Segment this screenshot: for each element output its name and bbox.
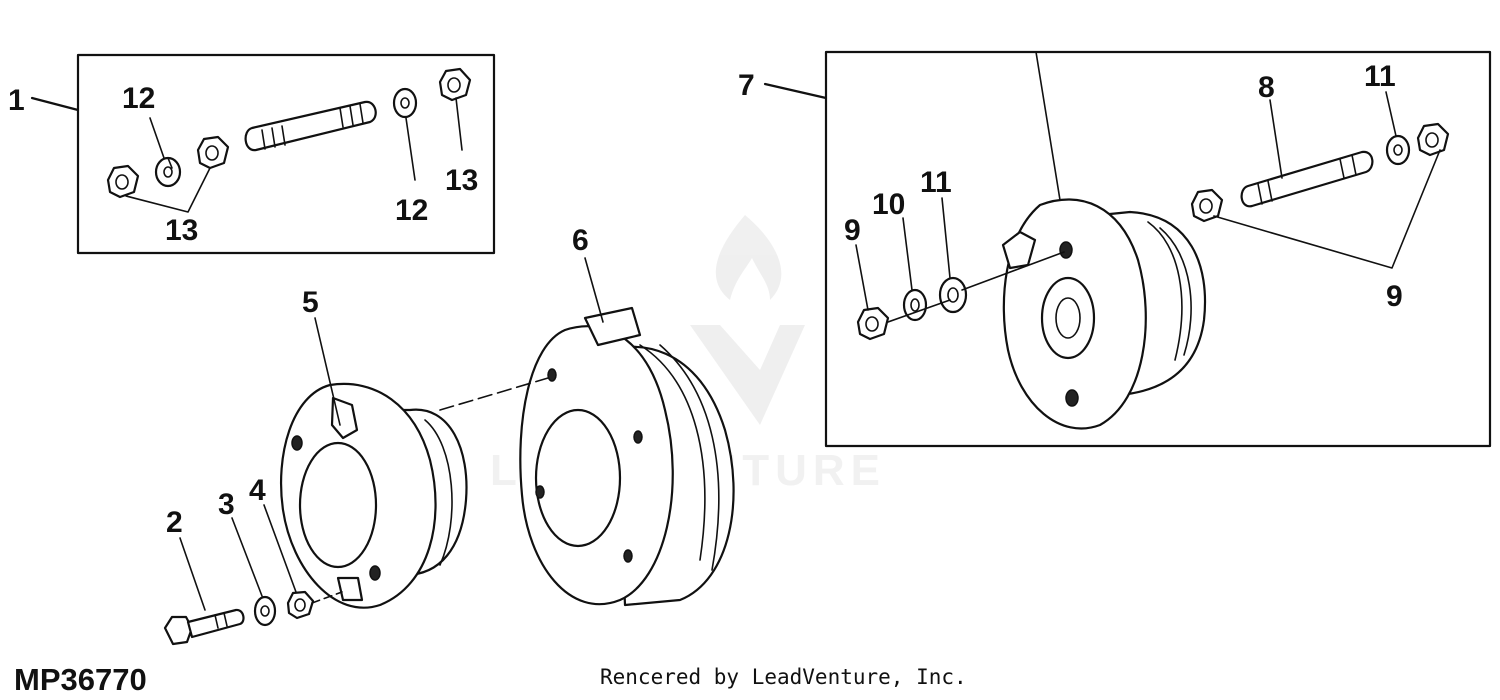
callout-6: 6 bbox=[572, 224, 589, 257]
callout-13a: 13 bbox=[165, 214, 198, 247]
hub-assembly bbox=[1001, 198, 1207, 430]
callout-9b: 9 bbox=[1386, 280, 1403, 313]
callout-8: 8 bbox=[1258, 71, 1275, 104]
callout-4: 4 bbox=[249, 474, 266, 507]
alignment-line bbox=[439, 377, 549, 411]
callout-2: 2 bbox=[166, 506, 183, 539]
kit-box-right bbox=[763, 50, 1492, 448]
figure-code: MP36770 bbox=[14, 662, 147, 697]
nut-13-far bbox=[438, 67, 472, 102]
callout-7: 7 bbox=[738, 69, 755, 102]
adapter-5 bbox=[279, 382, 468, 609]
render-credit: Rencered by LeadVenture, Inc. bbox=[600, 665, 967, 689]
callout-12b: 12 bbox=[395, 194, 428, 227]
callout-3: 3 bbox=[218, 488, 235, 521]
lockwasher-12-right bbox=[392, 87, 418, 119]
nut-9-left bbox=[856, 306, 890, 341]
callout-12a: 12 bbox=[122, 82, 155, 115]
kit-box-left bbox=[30, 53, 496, 255]
callout-13b: 13 bbox=[445, 164, 478, 197]
stud-bolt bbox=[244, 100, 377, 152]
lockwasher-10 bbox=[902, 288, 928, 322]
weight-6 bbox=[519, 306, 735, 607]
callout-10: 10 bbox=[872, 188, 905, 221]
nut-4 bbox=[286, 590, 315, 620]
callout-5: 5 bbox=[302, 286, 319, 319]
washer-11-left bbox=[938, 276, 968, 314]
callout-1: 1 bbox=[8, 84, 25, 117]
lockwasher-12-left bbox=[154, 156, 182, 188]
nut-13-right bbox=[196, 135, 230, 170]
callout-9a: 9 bbox=[844, 214, 861, 247]
callout-11b: 11 bbox=[1364, 60, 1396, 93]
callout-11a: 11 bbox=[920, 166, 952, 199]
bolt-8 bbox=[1240, 150, 1374, 208]
bolt-2 bbox=[163, 608, 245, 646]
nut-13-left bbox=[106, 164, 140, 199]
nut-9-mid bbox=[1190, 188, 1224, 223]
washer-3 bbox=[253, 595, 277, 627]
nut-9-right bbox=[1416, 122, 1450, 157]
washer-11-right bbox=[1385, 134, 1411, 166]
